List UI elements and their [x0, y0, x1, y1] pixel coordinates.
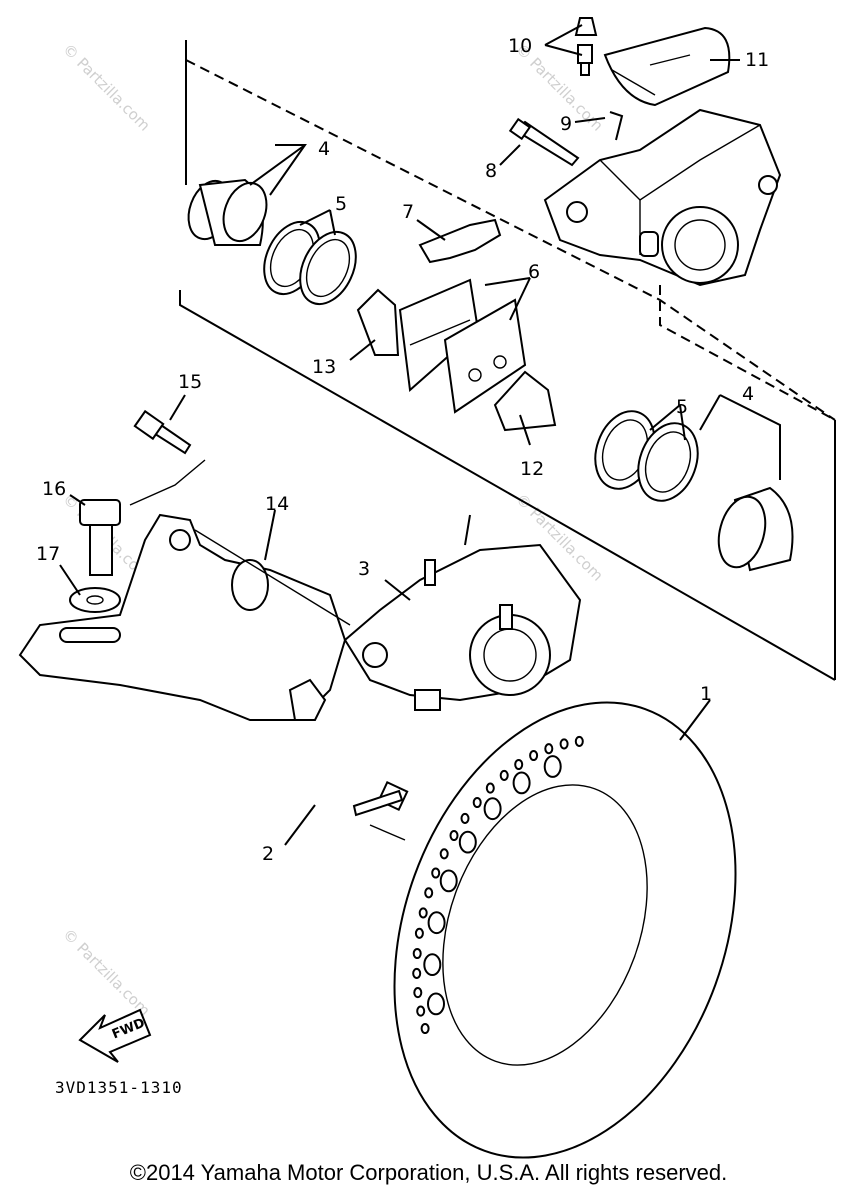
disc-holes	[412, 735, 584, 1035]
disc-hole	[544, 743, 554, 755]
callout-12: 12	[520, 458, 544, 480]
disc-hole	[514, 758, 524, 771]
disc-hole	[472, 796, 482, 809]
disc-hole	[574, 735, 584, 747]
callout-10: 10	[508, 35, 532, 57]
callout-8: 8	[485, 160, 497, 182]
disc-hole	[427, 992, 445, 1016]
disc-hole	[439, 848, 449, 860]
disc-hole	[439, 869, 458, 893]
seals-upper	[263, 220, 357, 306]
disc-bolt	[352, 780, 409, 817]
disc-hole	[414, 927, 424, 939]
disc-hole	[424, 887, 434, 899]
brake-pads	[398, 278, 527, 414]
fwd-arrow: FWD	[78, 1008, 152, 1063]
disc-hole	[485, 782, 495, 794]
pad-shim-upper	[356, 288, 400, 356]
assembly-outline	[179, 40, 836, 681]
callout-4-upper: 4	[318, 138, 330, 160]
disc-hole	[420, 1022, 430, 1035]
caliper-bracket	[18, 513, 347, 721]
bleed-screw	[574, 17, 598, 76]
callout-11: 11	[745, 49, 769, 71]
disc-hole	[413, 987, 423, 999]
disc-hole	[559, 738, 569, 750]
piston-lower	[717, 486, 794, 572]
leader-lines	[59, 24, 781, 846]
callout-13: 13	[312, 356, 336, 378]
callout-3: 3	[358, 558, 370, 580]
callout-17: 17	[36, 543, 60, 565]
disc-hole	[418, 907, 428, 919]
callout-5-lower: 5	[676, 396, 688, 418]
disc-hole	[499, 769, 509, 781]
watermark: © Partzilla.com	[59, 40, 154, 135]
watermark: © Partzilla.com	[59, 925, 154, 1020]
brake-disc	[393, 701, 737, 1159]
diagram-code: 3VD1351-1310	[55, 1078, 183, 1097]
bolt-15	[133, 409, 192, 455]
washer	[69, 587, 121, 613]
callout-7: 7	[402, 201, 414, 223]
disc-hole	[412, 947, 422, 960]
disc-hole	[458, 830, 477, 854]
disc-hole	[423, 953, 442, 976]
callout-14: 14	[265, 493, 289, 515]
disc-hole	[483, 797, 502, 821]
callout-16: 16	[42, 478, 66, 500]
disc-hole	[427, 911, 446, 935]
disc-hole	[460, 812, 470, 824]
disc-hole	[543, 755, 562, 778]
disc-hole	[449, 829, 459, 842]
caliper-cover	[603, 26, 731, 107]
pad-shim-lower	[493, 370, 557, 432]
callout-4-lower: 4	[742, 383, 754, 405]
pad-pin	[508, 117, 580, 167]
disc-hole	[529, 749, 539, 762]
piston-upper	[187, 178, 268, 246]
callout-15: 15	[178, 371, 202, 393]
callout-9: 9	[560, 113, 572, 135]
disc-hole	[412, 967, 422, 979]
callout-numbers: 1 2 3 4 4 5 5 6 7 8 9 10 11 12 13 14 15 …	[36, 35, 769, 865]
disc-hole	[416, 1005, 426, 1017]
caliper-lower	[343, 543, 582, 711]
caliper-upper	[543, 108, 782, 287]
bolt-16	[79, 499, 121, 576]
callout-1: 1	[700, 683, 712, 705]
disc-hole	[431, 867, 441, 879]
callout-2: 2	[262, 843, 274, 865]
seals-lower	[594, 410, 699, 502]
copyright-notice: ©2014 Yamaha Motor Corporation, U.S.A. A…	[129, 1160, 728, 1185]
clip	[609, 111, 624, 141]
disc-hole	[512, 771, 531, 795]
callout-6: 6	[528, 261, 540, 283]
pad-spring	[418, 218, 502, 264]
callout-5-upper: 5	[335, 193, 347, 215]
